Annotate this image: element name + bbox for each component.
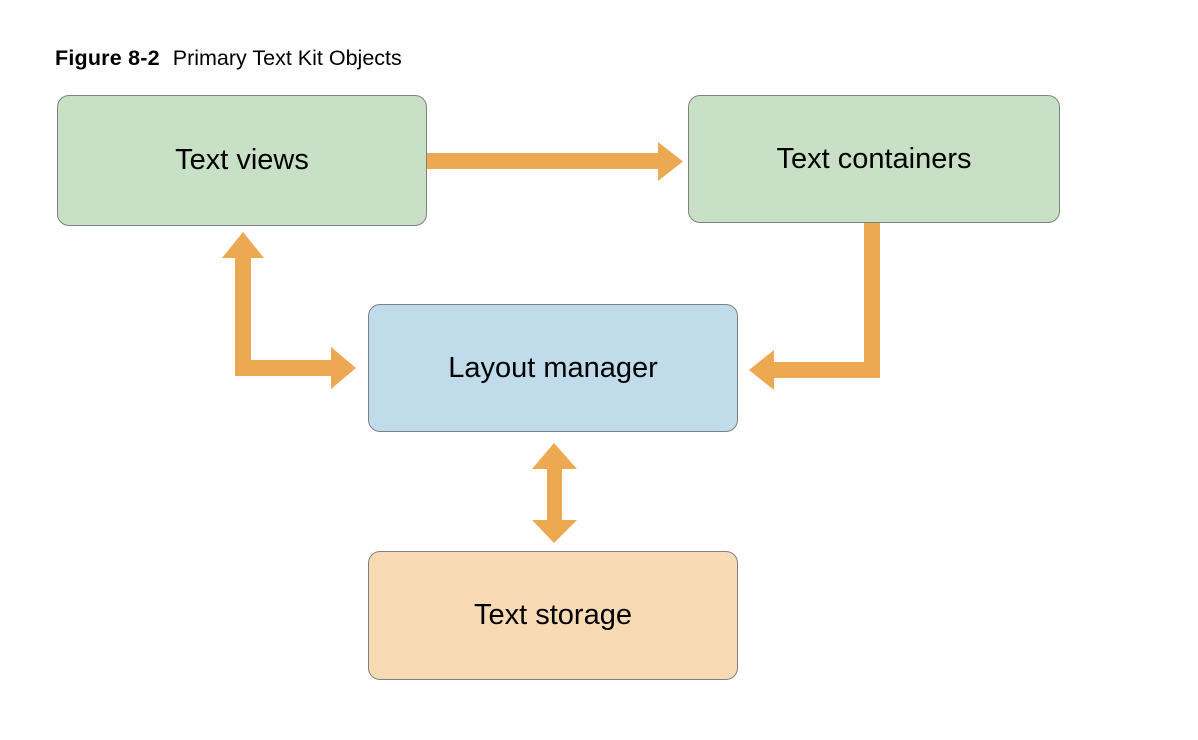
- node-text-containers: Text containers: [688, 95, 1060, 223]
- figure-title: Figure 8-2 Primary Text Kit Objects: [55, 45, 402, 72]
- figure-number-label: Figure 8-2: [55, 46, 160, 70]
- node-text-storage: Text storage: [368, 551, 738, 680]
- arrow-layout-manager-text-storage-two-way-icon: [532, 443, 577, 543]
- node-text-containers-label: Text containers: [776, 142, 972, 175]
- node-text-views-label: Text views: [175, 144, 309, 176]
- arrow-text-views-layout-manager-two-way-icon: [222, 232, 356, 389]
- arrow-text-views-to-text-containers-icon: [427, 142, 683, 181]
- node-text-storage-label: Text storage: [474, 599, 632, 631]
- figure-caption: Primary Text Kit Objects: [172, 46, 402, 70]
- node-text-views: Text views: [57, 95, 427, 226]
- node-layout-manager: Layout manager: [368, 304, 738, 432]
- node-layout-manager-label: Layout manager: [448, 351, 658, 384]
- arrow-text-containers-to-layout-manager-icon: [749, 223, 880, 390]
